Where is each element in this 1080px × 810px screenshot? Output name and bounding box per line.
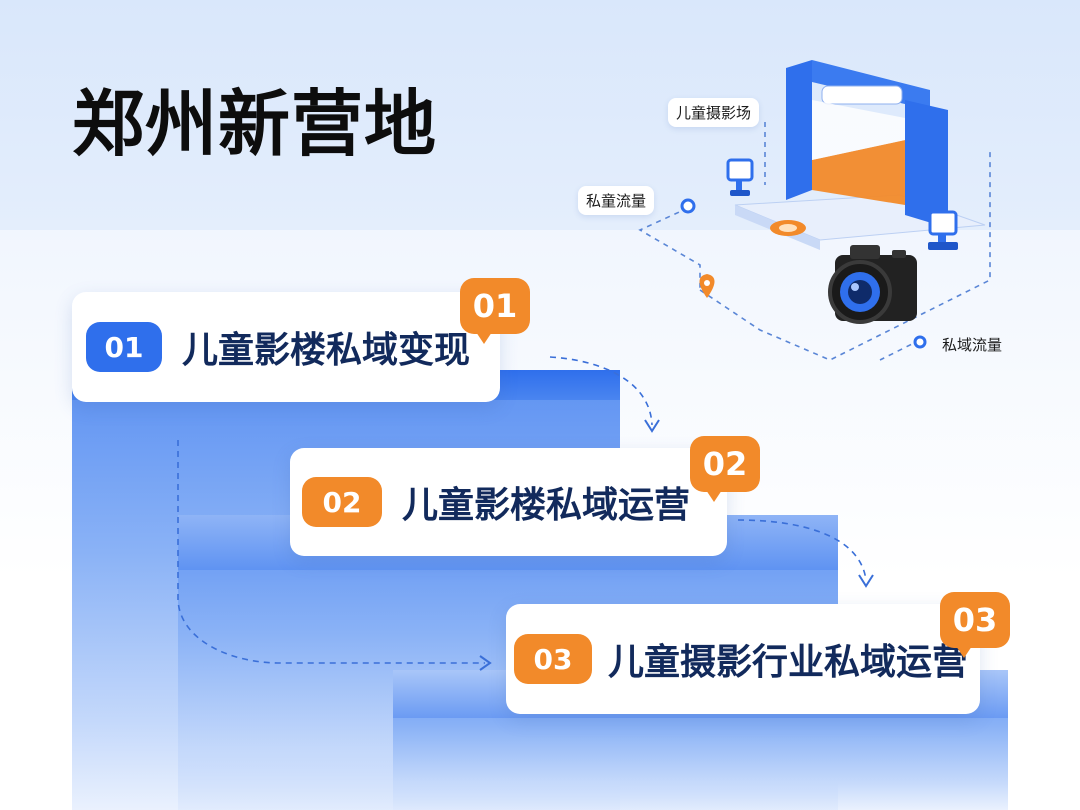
step-card-3[interactable]: 03 儿童摄影行业私域运营 [506,604,980,714]
tag-private-kids-traffic: 私童流量 [578,186,655,215]
photo-studio-arch-icon [786,60,948,228]
location-pin-icon [699,274,715,298]
tag-private-domain-traffic: 私域流量 [942,336,1003,354]
page-title: 郑州新营地 [72,82,438,166]
step-label-3: 儿童摄影行业私域运营 [608,642,969,683]
step-badge-3: 03 [940,592,1010,658]
location-pin-icon [913,335,927,349]
arrow-2-to-3 [737,519,867,581]
tag-kids-photo-studio: 儿童摄影场 [668,98,760,127]
step-badge-1: 01 [460,278,530,344]
step-number-2: 02 [302,477,382,527]
step-card-1[interactable]: 01 儿童影楼私域变现 [72,292,500,402]
step-number-1: 01 [86,322,162,372]
camera-icon [828,245,917,324]
step-label-2: 儿童影楼私域运营 [402,485,691,526]
arrow-to-3 [177,440,485,664]
monitor-icon [928,210,958,250]
monitor-icon [726,158,754,196]
arrow-1-to-2 [549,356,653,426]
step-badge-2: 02 [690,436,760,502]
step-number-3: 03 [514,634,592,684]
step-label-1: 儿童影楼私域变现 [182,330,471,371]
step-card-2[interactable]: 02 儿童影楼私域运营 [290,448,727,556]
location-pin-icon [680,198,696,214]
